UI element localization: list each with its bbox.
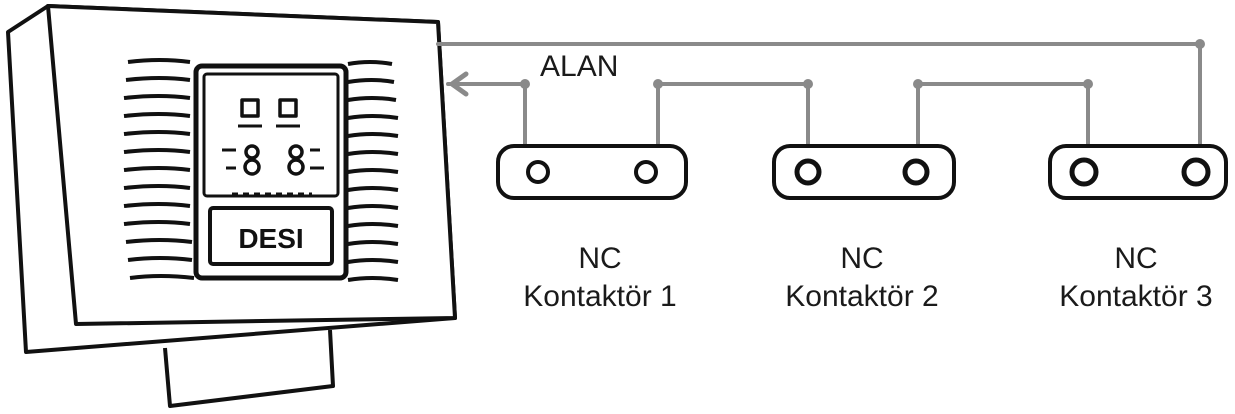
contactor-1-name: Kontaktör 1 (523, 280, 677, 313)
brand-plate (208, 206, 334, 266)
contactor-3 (1048, 144, 1228, 200)
contactor-2-type: NC (840, 242, 884, 275)
terminal-right (902, 158, 930, 186)
control-panel-inner (202, 72, 340, 198)
terminal-left (1069, 157, 1099, 187)
grille-right (347, 60, 399, 282)
speaker-icon (222, 144, 261, 176)
speaker-icon (287, 144, 324, 176)
wire-alan (446, 82, 527, 148)
alarm-device (6, 4, 457, 408)
device-brand: DESI (238, 223, 303, 254)
contactor-2-name: Kontaktör 2 (785, 280, 939, 313)
house-icon (276, 98, 300, 128)
terminal-right (634, 160, 658, 184)
contactor-3-type: NC (1114, 242, 1158, 275)
device-bracket (163, 329, 335, 408)
wire-link-2-3 (916, 82, 1090, 148)
grille-left (123, 58, 195, 280)
terminal-left (794, 158, 822, 186)
contactor-1-type: NC (578, 242, 622, 275)
contactor-1 (496, 144, 688, 200)
contactor-2 (772, 144, 956, 200)
contactor-3-name: Kontaktör 3 (1059, 280, 1213, 313)
terminal-right (1181, 157, 1211, 187)
wire-label-alan: ALAN (540, 50, 619, 83)
house-icon (238, 98, 262, 128)
wire-junctions (520, 39, 1205, 89)
wire-arrow (447, 71, 469, 97)
wire-link-1-2 (656, 82, 810, 148)
terminal-left (526, 160, 550, 184)
